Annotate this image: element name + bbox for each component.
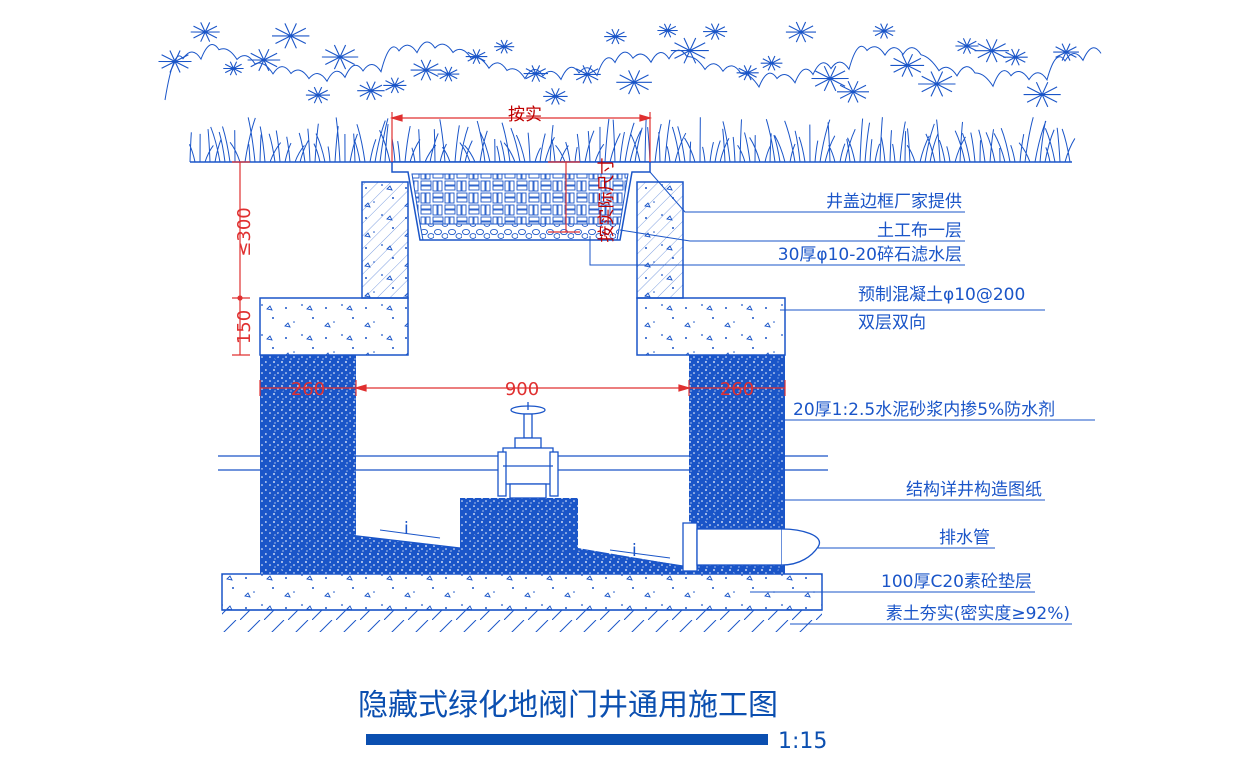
- drain-pipe: [682, 522, 821, 572]
- leaf-cluster: [223, 61, 244, 76]
- label-cushion: 100厚C20素砼垫层: [881, 572, 1032, 592]
- leaf-cluster: [872, 23, 896, 39]
- leaf-cluster: [357, 81, 385, 101]
- leaf-cluster: [918, 71, 956, 97]
- shrub-outline: [164, 41, 1102, 101]
- leaf-cluster: [573, 65, 601, 84]
- title-block: 隐藏式绿化地阀门井通用施工图 1:15: [358, 688, 827, 754]
- leaf-cluster: [890, 53, 925, 77]
- well-collar: [361, 181, 684, 299]
- leaf-cluster: [616, 70, 652, 95]
- gate-valve: [497, 402, 559, 499]
- precast-slab: [259, 297, 786, 356]
- cover-width-label: 按实: [508, 105, 542, 125]
- label-cover-frame: 井盖边框厂家提供: [826, 192, 962, 212]
- wall-left-label: 260: [291, 379, 325, 400]
- valve-pedestal: [460, 498, 578, 575]
- leaf-cluster: [410, 59, 442, 81]
- leaf-cluster: [955, 38, 979, 54]
- label-precast-line2: 双层双向: [858, 313, 926, 333]
- dim-cover-width: [389, 112, 653, 162]
- leaf-cluster: [1053, 43, 1079, 61]
- inner-width-label: 900: [505, 379, 539, 400]
- leaf-cluster: [523, 65, 549, 82]
- well-floor: i i: [348, 519, 697, 574]
- label-precast-line1: 预制混凝土φ10@200: [858, 285, 1025, 305]
- leaf-cluster: [383, 77, 407, 94]
- dim-left-vertical: [232, 161, 250, 356]
- leaf-cluster: [785, 21, 817, 43]
- leaf-cluster: [271, 23, 310, 49]
- label-soil: 素土夯实(密实度≥92%): [886, 604, 1070, 624]
- dim-horizontal-walls: [259, 380, 786, 396]
- title-underline: [366, 734, 768, 745]
- cover-height-label: 按实际尺寸: [597, 158, 617, 243]
- annotation-labels: 井盖边框厂家提供 土工布一层 30厚φ10-20碎石滤水层 预制混凝土φ10@2…: [778, 192, 1070, 624]
- slope-mark-right: i: [632, 541, 637, 561]
- cover-tray: [391, 161, 651, 241]
- leaf-cluster: [158, 50, 192, 73]
- leaf-cluster: [247, 48, 281, 72]
- leaf-cluster: [437, 66, 460, 82]
- compacted-soil: [222, 609, 822, 632]
- leaf-cluster: [321, 44, 359, 70]
- leaf-cluster: [604, 28, 627, 45]
- leaf-cluster: [974, 39, 1009, 63]
- label-geotextile: 土工布一层: [877, 221, 962, 241]
- leaf-cluster: [465, 49, 488, 65]
- depth-top-label: ≤300: [234, 207, 255, 256]
- label-mortar: 20厚1:2.5水泥砂浆内掺5%防水剂: [793, 400, 1055, 420]
- slab-thickness-label: 150: [234, 310, 255, 344]
- leaf-cluster: [494, 39, 515, 54]
- leaf-cluster: [670, 37, 709, 64]
- leaf-cluster: [736, 65, 759, 81]
- dim-cover-height: [548, 161, 580, 233]
- grass-blades: [188, 116, 1076, 163]
- leaf-cluster: [305, 86, 331, 104]
- leaf-cluster: [543, 88, 568, 105]
- label-structure: 结构详井构造图纸: [906, 480, 1042, 500]
- vegetation-layer: [158, 21, 1102, 163]
- leader-lines: [589, 171, 1095, 625]
- drawing-scale: 1:15: [778, 729, 827, 754]
- label-drain-pipe: 排水管: [939, 528, 990, 548]
- slope-mark-left: i: [404, 519, 409, 539]
- concrete-cushion: [221, 573, 823, 611]
- left-wall: [260, 354, 356, 575]
- leaf-cluster: [1023, 81, 1061, 108]
- leaf-cluster: [1003, 48, 1028, 66]
- drawing-title: 隐藏式绿化地阀门井通用施工图: [358, 688, 778, 723]
- leaf-cluster: [836, 80, 870, 103]
- label-gravel: 30厚φ10-20碎石滤水层: [778, 245, 962, 265]
- leaf-cluster: [657, 23, 678, 38]
- leaf-cluster: [760, 55, 783, 71]
- leaf-cluster: [190, 22, 220, 42]
- wall-right-label: 260: [720, 379, 754, 400]
- leaf-cluster: [811, 65, 849, 92]
- leaf-cluster: [703, 23, 728, 40]
